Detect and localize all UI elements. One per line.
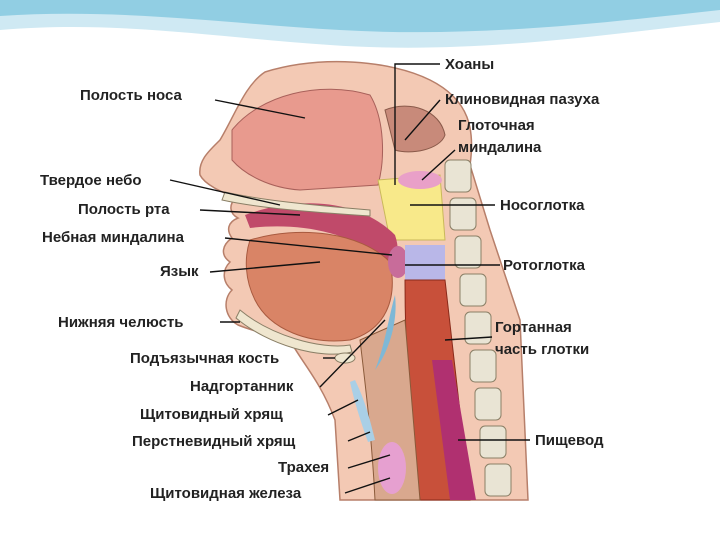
label-laryngopharynx-line2: часть глотки [495,341,589,358]
label-pharyngeal-tonsil-line1: Глоточная [458,117,535,134]
label-sphenoid-sinus: Клиновидная пазуха [445,91,600,108]
label-thyroid-cartilage: Щитовидный хрящ [140,406,283,423]
label-choanae: Хоаны [445,56,494,73]
pharyngeal-tonsil-region [398,171,442,189]
label-nasal-cavity: Полость носа [80,87,182,104]
label-oral-cavity: Полость рта [78,201,170,218]
label-mandible: Нижняя челюсть [58,314,184,331]
label-esophagus: Пищевод [535,432,604,449]
label-laryngopharynx-line1: Гортанная [495,319,572,336]
label-tongue: Язык [160,263,199,280]
label-epiglottis: Надгортанник [190,378,294,395]
label-nasopharynx: Носоглотка [500,197,585,214]
label-hard-palate: Твердое небо [40,172,142,189]
label-pharyngeal-tonsil-line2: миндалина [458,139,542,156]
label-hyoid: Подъязычная кость [130,350,279,367]
label-oropharynx: Ротоглотка [503,257,586,274]
label-palatine-tonsil: Небная миндалина [42,229,185,246]
label-trachea: Трахея [278,459,329,476]
thyroid-gland-region [378,442,406,494]
label-cricoid-cartilage: Перстневидный хрящ [132,433,296,450]
oropharynx-region [405,245,445,280]
label-thyroid-gland: Щитовидная железа [150,485,302,502]
